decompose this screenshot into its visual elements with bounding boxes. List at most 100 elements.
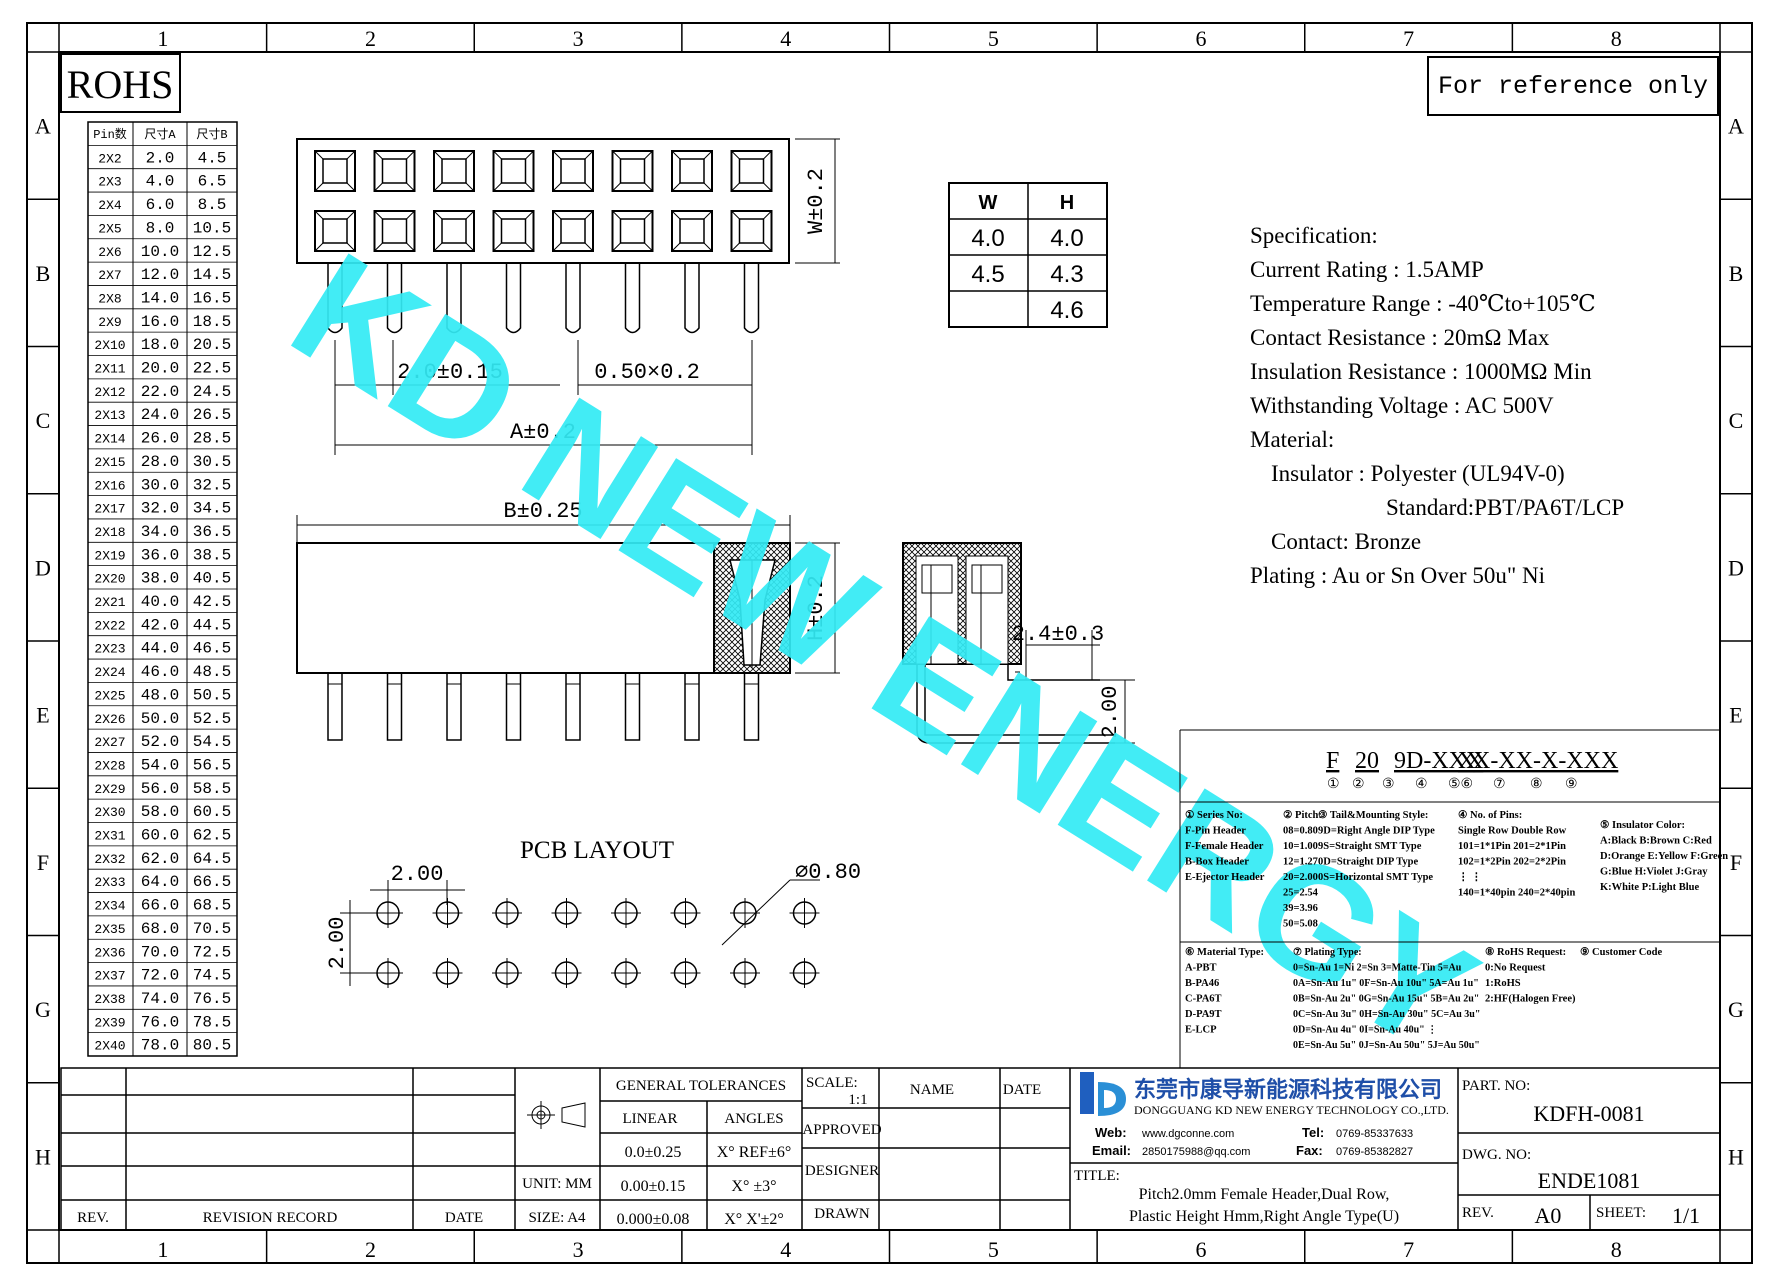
pin-table-cell: 52.5	[193, 710, 231, 728]
pin-table-cell: 2X39	[94, 1015, 125, 1030]
pin-table-cell: 2X26	[94, 712, 125, 727]
pin-table-cell: 2X21	[94, 595, 125, 610]
zone-row-right: D	[1728, 555, 1744, 580]
pin-table-cell: 64.0	[141, 873, 179, 891]
dim-b-label: B±0.25	[503, 499, 582, 524]
part-code-legend-line: ⑤ Insulator Color:	[1600, 819, 1685, 831]
part-code-legend-line: 0C=Sn-Au 3u" 0H=Sn-Au 30u" 5C=Au 3u"	[1293, 1009, 1480, 1020]
part-code-legend-line: 0B=Sn-Au 2u" 0G=Sn-Au 15u" 5B=Au 2u"	[1293, 994, 1479, 1005]
zone-row-left: B	[36, 261, 51, 286]
part-code-marker: ⑨	[1565, 777, 1578, 793]
pin-table-cell: 2X28	[94, 758, 125, 773]
zone-col-bottom: 2	[365, 1237, 376, 1262]
tolerance-angle: X° REF±6°	[717, 1144, 791, 1161]
pin-table-cell: 2X30	[94, 805, 125, 820]
part-code-legend-line: ④ No. of Pins:	[1458, 809, 1522, 821]
pin-table-cell: 56.0	[141, 780, 179, 798]
part-no-label: PART. NO:	[1462, 1078, 1530, 1094]
pin-table-cell: 2X8	[98, 291, 121, 306]
date-header: DATE	[1003, 1082, 1041, 1098]
sheet-value: 1/1	[1672, 1203, 1700, 1228]
company-name-cn: 东莞市康导新能源科技有限公司	[1134, 1077, 1442, 1102]
pcb-pitch-y-label: 2.00	[325, 917, 350, 970]
dimension-w: W±0.2	[795, 138, 840, 264]
pin-table-cell: 26.0	[141, 430, 179, 448]
pin-table-cell: 2X6	[98, 245, 121, 260]
part-code-legend-line: K:White P:Light Blue	[1600, 882, 1700, 893]
pin-table-cell: 2X13	[94, 408, 125, 423]
zone-row-left: C	[36, 408, 51, 433]
part-code-legend-line: E-LCP	[1185, 1025, 1217, 1036]
scale-label: SCALE:	[806, 1075, 858, 1091]
zone-col-top: 8	[1611, 26, 1622, 51]
pin-table-cell: 32.5	[193, 476, 231, 494]
title-label: TITLE:	[1074, 1168, 1120, 1184]
part-code-legend-line: 0D=Sn-Au 4u" 0I=Sn-Au 40u" ⋮	[1293, 1025, 1437, 1036]
part-code-legend-line: ⋮ ⋮	[1458, 871, 1482, 883]
part-code-legend-line: ⑥ Material Type:	[1185, 946, 1264, 958]
spec-line: Plating : Au or Sn Over 50u" Ni	[1250, 563, 1545, 588]
dim-a-label: A±0.2	[510, 420, 576, 445]
pin-table-cell: 2X33	[94, 875, 125, 890]
pin-table-cell: 2X14	[94, 432, 125, 447]
pin-table-cell: 28.5	[193, 430, 231, 448]
pin-table-cell: 38.5	[193, 546, 231, 564]
company-name-en: DONGGUANG KD NEW ENERGY TECHNOLOGY CO.,L…	[1134, 1103, 1449, 1117]
dim-tail-label: 2.00	[1098, 686, 1123, 739]
zone-col-top: 6	[1195, 26, 1206, 51]
size-label: SIZE: A4	[528, 1210, 586, 1226]
tolerance-angle: X° ±3°	[731, 1178, 776, 1195]
pin-table-cell: 2X24	[94, 665, 125, 680]
part-code-legend-line: C-PA6T	[1185, 994, 1222, 1005]
pin-table-cell: 28.0	[141, 453, 179, 471]
pin-table-cell: 44.5	[193, 616, 231, 634]
pin-table-cell: 2X32	[94, 852, 125, 867]
part-code-legend-line: 25=2.54	[1283, 888, 1319, 899]
zone-row-left: H	[35, 1144, 51, 1169]
wh-table-cell: 4.0	[971, 225, 1004, 252]
pin-table-cell: 2X37	[94, 969, 125, 984]
pin-table-cell: 80.5	[193, 1037, 231, 1055]
pin-table-cell: 12.0	[141, 266, 179, 284]
company-logo	[1080, 1072, 1126, 1116]
pin-table-cell: 2X11	[94, 362, 125, 377]
pin-table-cell: 14.5	[193, 266, 231, 284]
pin-table-cell: 34.5	[193, 500, 231, 518]
part-code-legend-line: 08=0.80	[1283, 826, 1318, 837]
part-code-legend-line: 140=1*40pin 240=2*40pin	[1458, 888, 1575, 899]
part-code-legend-line: G:Blue H:Violet J:Gray	[1600, 867, 1708, 878]
drawn-label: DRAWN	[814, 1206, 870, 1222]
spec-line: Material:	[1250, 427, 1334, 452]
part-code-legend-line: Single Row Double Row	[1458, 826, 1567, 837]
pin-table-cell: 2X3	[98, 175, 121, 190]
part-code-legend-line: 0A=Sn-Au 1u" 0F=Sn-Au 10u" 5A=Au 1u"	[1293, 978, 1479, 989]
wh-table-cell: 4.5	[971, 261, 1004, 288]
wh-table-header: H	[1060, 192, 1074, 214]
pin-table-cell: 58.0	[141, 803, 179, 821]
part-code-legend-line: 50=5.08	[1283, 919, 1318, 930]
part-code-legend-line: ① Series No:	[1185, 809, 1243, 821]
zone-col-bottom: 8	[1611, 1237, 1622, 1262]
part-code-legend-line: 0E=Sn-Au 5u" 0J=Sn-Au 50u" 5J=Au 50u"	[1293, 1040, 1480, 1051]
zone-col-bottom: 1	[157, 1237, 168, 1262]
zone-col-top: 7	[1403, 26, 1414, 51]
sheet-label: SHEET:	[1596, 1205, 1646, 1221]
part-code-legend-line: ⑧ RoHS Request:	[1485, 946, 1566, 958]
pin-table-cell: 2X40	[94, 1039, 125, 1054]
pin-table-cell: 2X12	[94, 385, 125, 400]
pin-table-cell: 74.0	[141, 990, 179, 1008]
pin-table-cell: 36.5	[193, 523, 231, 541]
part-code-legend-line: 9S=Straight SMT Type	[1318, 841, 1422, 852]
pin-table-cell: 24.0	[141, 406, 179, 424]
svg-text:For reference only: For reference only	[1438, 72, 1708, 101]
dim-h-label: H±0.2	[804, 575, 829, 641]
zone-col-top: 1	[157, 26, 168, 51]
pin-table-cell: 2X5	[98, 221, 121, 236]
zone-col-bottom: 4	[780, 1237, 791, 1262]
pin-table-cell: 50.0	[141, 710, 179, 728]
pin-table-cell: 2X20	[94, 572, 125, 587]
part-code-legend-line: 101=1*1Pin 201=2*1Pin	[1458, 841, 1566, 852]
pin-table-cell: 30.5	[193, 453, 231, 471]
